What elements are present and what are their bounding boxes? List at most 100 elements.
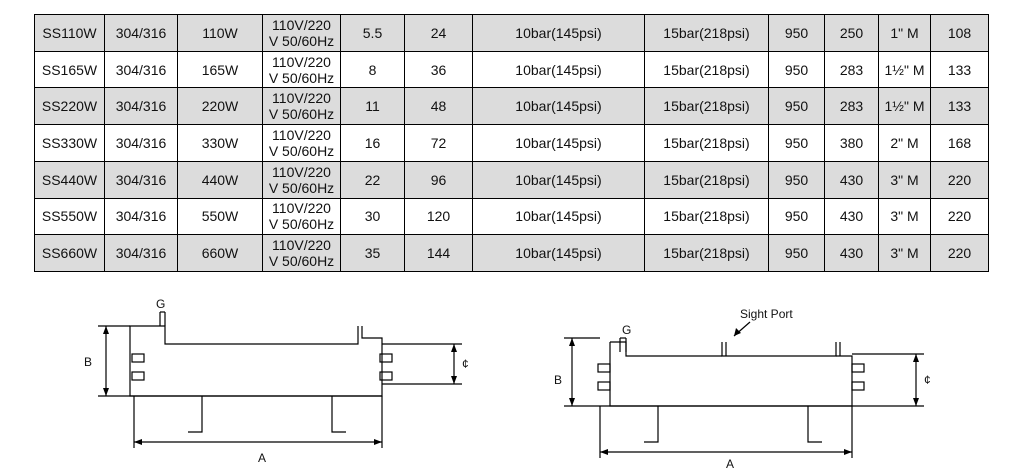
working-pressure-cell: 10bar(145psi): [472, 87, 645, 126]
model-cell: SS330W: [34, 124, 105, 162]
value-cell: 250: [824, 14, 879, 52]
value-cell: 220: [930, 197, 989, 236]
label-g: G: [156, 297, 165, 311]
connection-cell: 3" M: [878, 160, 931, 199]
voltage-line: V 50/60Hz: [268, 253, 335, 270]
value-cell: 430: [824, 160, 879, 199]
power-cell: 330W: [177, 124, 263, 162]
power-cell: 110W: [177, 14, 263, 52]
dimension-a-cell: 950: [768, 124, 825, 162]
value-cell: 30: [340, 197, 405, 236]
vessel-body-outline: [721, 342, 837, 357]
voltage-line: V 50/60Hz: [268, 69, 335, 86]
lamp-connector-left-top: [597, 363, 611, 373]
dimension-drawing-sight-port: Sight Port G B ¢ A: [554, 307, 931, 471]
connection-cell: 1½" M: [878, 50, 931, 89]
label-c: ¢: [924, 373, 931, 387]
connection-cell: 3" M: [878, 234, 931, 272]
value-cell: 108: [930, 14, 989, 52]
connection-cell: 1" M: [878, 14, 931, 52]
working-pressure-cell: 10bar(145psi): [472, 197, 645, 236]
value-cell: 133: [930, 87, 989, 126]
dimension-a-cell: 950: [768, 14, 825, 52]
label-sight-port: Sight Port: [740, 307, 793, 321]
test-pressure-cell: 15bar(218psi): [644, 234, 769, 272]
power-cell: 440W: [177, 160, 263, 199]
lamp-connector-right-bottom: [851, 381, 865, 391]
lamp-connector-left-bottom: [131, 371, 145, 381]
voltage-line: V 50/60Hz: [268, 106, 335, 123]
value-cell: 380: [824, 124, 879, 162]
value-cell: 430: [824, 234, 879, 272]
value-cell: 24: [404, 14, 473, 52]
label-a: A: [726, 457, 734, 471]
test-pressure-cell: 15bar(218psi): [644, 124, 769, 162]
material-cell: 304/316: [104, 50, 178, 89]
value-cell: 36: [404, 50, 473, 89]
lamp-connector-right-bottom: [379, 371, 393, 381]
model-cell: SS550W: [34, 197, 105, 236]
voltage-line: 110V/220: [272, 200, 331, 217]
value-cell: 96: [404, 160, 473, 199]
dimension-a-cell: 950: [768, 87, 825, 126]
dimension-a-cell: 950: [768, 160, 825, 199]
connection-cell: 1½" M: [878, 87, 931, 126]
test-pressure-cell: 15bar(218psi): [644, 197, 769, 236]
voltage-line: 110V/220: [272, 163, 331, 180]
voltage-line: 110V/220: [272, 126, 331, 143]
mounting-bracket-right: [807, 406, 822, 443]
vessel-body-outline: [129, 325, 383, 397]
value-cell: 220: [930, 160, 989, 199]
power-cell: 660W: [177, 234, 263, 272]
label-g: G: [622, 323, 631, 337]
value-cell: 283: [824, 87, 879, 126]
working-pressure-cell: 10bar(145psi): [472, 124, 645, 162]
label-b: B: [554, 373, 562, 387]
voltage-line: 110V/220: [272, 16, 331, 33]
test-pressure-cell: 15bar(218psi): [644, 50, 769, 89]
mounting-bracket-left: [644, 406, 659, 443]
power-cell: 220W: [177, 87, 263, 126]
value-cell: 72: [404, 124, 473, 162]
material-cell: 304/316: [104, 234, 178, 272]
power-cell: 550W: [177, 197, 263, 236]
working-pressure-cell: 10bar(145psi): [472, 14, 645, 52]
working-pressure-cell: 10bar(145psi): [472, 160, 645, 199]
model-cell: SS660W: [34, 234, 105, 272]
test-pressure-cell: 15bar(218psi): [644, 14, 769, 52]
test-pressure-cell: 15bar(218psi): [644, 87, 769, 126]
lamp-connector-left-top: [131, 353, 145, 363]
material-cell: 304/316: [104, 197, 178, 236]
voltage-line: V 50/60Hz: [268, 179, 335, 196]
value-cell: 22: [340, 160, 405, 199]
material-cell: 304/316: [104, 14, 178, 52]
model-cell: SS440W: [34, 160, 105, 199]
voltage-line: 110V/220: [272, 237, 331, 254]
value-cell: 220: [930, 234, 989, 272]
dimension-drawing-standard: G B ¢ A: [84, 297, 469, 465]
label-a: A: [258, 451, 266, 465]
lamp-connector-right-top: [851, 363, 865, 373]
mounting-bracket-left: [188, 396, 203, 433]
value-cell: 11: [340, 87, 405, 126]
material-cell: 304/316: [104, 87, 178, 126]
voltage-line: V 50/60Hz: [268, 216, 335, 233]
model-cell: SS110W: [34, 14, 105, 52]
dimension-a-cell: 950: [768, 50, 825, 89]
value-cell: 133: [930, 50, 989, 89]
model-cell: SS220W: [34, 87, 105, 126]
